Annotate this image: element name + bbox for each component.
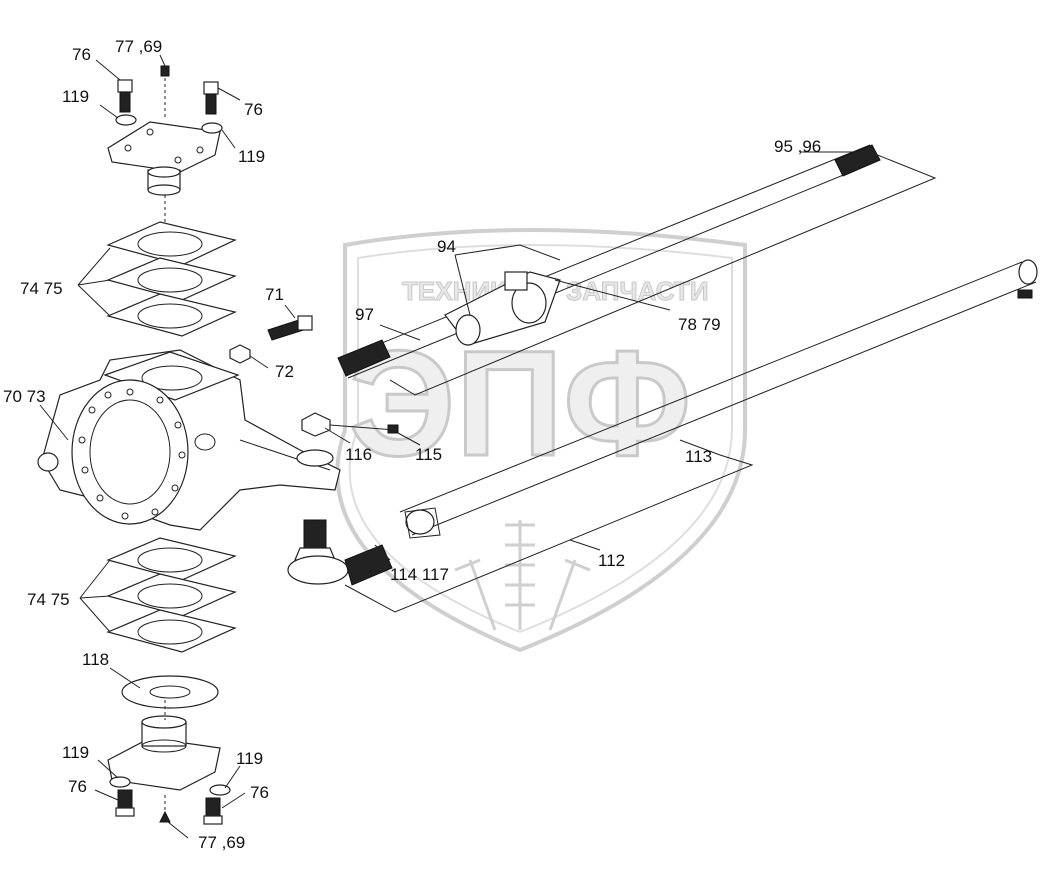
tie-rod-lower	[399, 259, 1038, 539]
nut-72	[229, 344, 251, 364]
callout-72: 72	[275, 362, 294, 381]
callout-76: 76	[68, 777, 87, 796]
callout-74-75: 74 75	[27, 590, 70, 609]
watermark-shield: ТЕХНИКА ЗАПЧАСТИ ЭПФ	[335, 228, 747, 653]
callout-77-69: 77 ,69	[115, 37, 162, 56]
callout-76: 76	[244, 100, 263, 119]
callout-119: 119	[62, 743, 89, 762]
callout-112: 112	[598, 551, 625, 570]
callout-71: 71	[265, 285, 284, 304]
callout-113: 113	[685, 447, 712, 466]
steering-knuckle-70	[37, 349, 341, 531]
gaskets-bottom-74-75	[106, 537, 237, 653]
callout-97: 97	[355, 305, 374, 324]
callout-78-79: 78 79	[678, 315, 721, 334]
tie-rod-upper	[337, 144, 881, 379]
callout-115: 115	[415, 445, 442, 464]
top-cap-assembly	[107, 65, 223, 230]
callout-95-96: 95 ,96	[774, 137, 821, 156]
leader-lines	[39, 54, 937, 839]
clamp-94	[444, 271, 561, 346]
callout-94: 94	[437, 237, 456, 256]
stud-71	[267, 315, 313, 341]
callout-77-69: 77 ,69	[198, 833, 245, 852]
watermark-wheat-icon	[454, 520, 591, 631]
gaskets-top-74-75	[106, 221, 237, 337]
watermark-logo-letters: ЭПФ	[349, 319, 692, 487]
callout-70-73: 70 73	[3, 387, 46, 406]
callout-76: 76	[72, 45, 91, 64]
shim-118	[121, 675, 219, 709]
callout-119: 119	[62, 87, 89, 106]
callout-114-117: 114 117	[390, 565, 449, 584]
callout-74-75: 74 75	[20, 279, 63, 298]
callout-118: 118	[82, 650, 109, 669]
bolt-115-116	[301, 412, 399, 437]
bottom-cap-assembly	[107, 700, 231, 825]
callout-76: 76	[250, 783, 269, 802]
callout-labels: 76 77 ,69 119 76 119 95 ,96 94 74 75 71 …	[3, 37, 821, 852]
callout-116: 116	[345, 445, 372, 464]
callout-119: 119	[238, 147, 265, 166]
ball-joint-114	[287, 519, 393, 586]
callout-119: 119	[236, 749, 263, 768]
